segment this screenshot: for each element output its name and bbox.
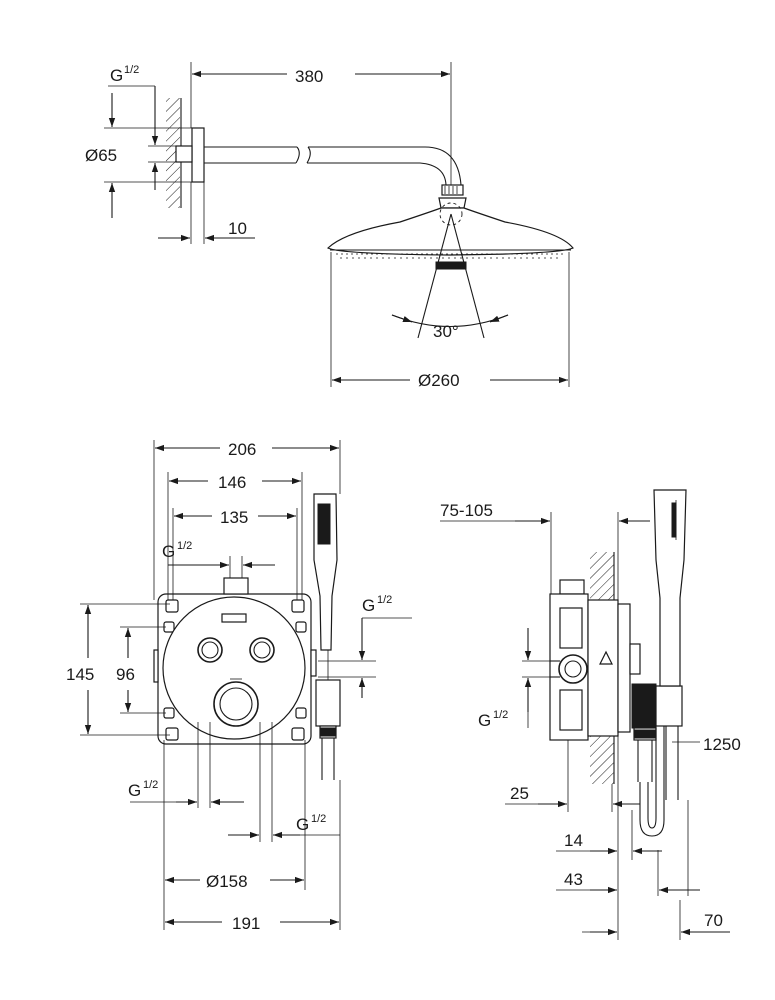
- dim-holder-70: 70: [704, 911, 723, 930]
- dim-arm-length: 380: [295, 67, 323, 86]
- spray-center: [435, 261, 467, 270]
- dim-bottom-right-thread: G: [296, 815, 309, 834]
- hand-shower-spray-dots: [317, 503, 331, 545]
- dim-hose-length: 1250: [703, 735, 741, 754]
- dim-height: 145: [66, 665, 94, 684]
- dim-right-thread-frac: 1/2: [377, 594, 392, 606]
- brand-logo: [221, 613, 247, 623]
- dim-spray-angle: 30°: [433, 322, 459, 341]
- shower-holder: [315, 679, 341, 727]
- wall-connector: [175, 145, 193, 163]
- top-inlet: [223, 577, 249, 595]
- dim-wall-thread-frac: 1/2: [124, 64, 139, 76]
- cover-plate: [162, 596, 306, 740]
- dim-flange-diameter: Ø65: [85, 146, 117, 165]
- shower-head-disc: [326, 207, 574, 256]
- dim-depth-14: 14: [564, 831, 583, 850]
- push-button-right[interactable]: [249, 637, 275, 663]
- dim-top-thread-frac: 1/2: [177, 540, 192, 552]
- dim-depth-25: 25: [510, 784, 529, 803]
- dim-wall-range: 75-105: [440, 501, 493, 520]
- thermostat-knob[interactable]: [213, 681, 259, 727]
- dim-plate-hole-span: 146: [218, 473, 246, 492]
- side-knob: [631, 683, 657, 729]
- dim-head-diameter: Ø260: [418, 371, 460, 390]
- wall-hatch: [166, 98, 180, 208]
- side-inlet: [558, 654, 588, 684]
- dim-body-width: 191: [232, 914, 260, 933]
- push-button-left[interactable]: [197, 637, 223, 663]
- dim-bottom-right-thread-frac: 1/2: [311, 813, 326, 825]
- head-swivel: [441, 184, 464, 196]
- side-view: 75-105 G 1/2 1250 25 14 43 70: [440, 489, 741, 940]
- side-holder: [655, 685, 683, 727]
- dim-depth-43: 43: [564, 870, 583, 889]
- dim-flange-depth: 10: [228, 219, 247, 238]
- front-view: 206 146 135 G 1/2 145 96 G 1/2 G 1/2 G 1…: [66, 440, 412, 933]
- dim-side-thread-frac: 1/2: [493, 709, 508, 721]
- wall-flange: [191, 127, 205, 183]
- dim-overall-width: 206: [228, 440, 256, 459]
- dim-side-thread: G: [478, 711, 491, 730]
- dim-bottom-left-thread: G: [128, 781, 141, 800]
- shower-head-view: 380 G 1/2 Ø65 10 30° Ø260: [85, 62, 574, 390]
- dim-bottom-left-thread-frac: 1/2: [143, 779, 158, 791]
- dim-right-thread: G: [362, 596, 375, 615]
- dim-inner-height: 96: [116, 665, 135, 684]
- dim-wall-thread: G: [110, 66, 123, 85]
- dim-top-thread: G: [162, 542, 175, 561]
- dim-inner-span: 135: [220, 508, 248, 527]
- dim-plate-diameter: Ø158: [206, 872, 248, 891]
- side-hand-shower: [653, 489, 687, 687]
